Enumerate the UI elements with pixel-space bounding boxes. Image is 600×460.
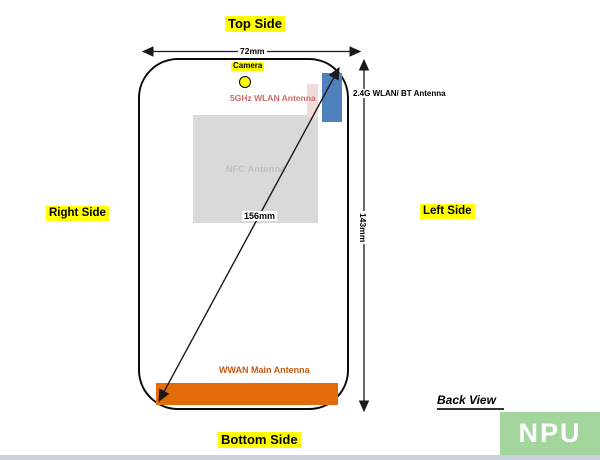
height-dimension-label: 143mm (358, 211, 368, 245)
diagonal-dimension-label: 156mm (242, 211, 278, 221)
npu-watermark-text: NPU (518, 418, 582, 448)
wwan-main-antenna-text: WWAN Main Antenna (219, 365, 310, 375)
camera-label: Camera (231, 61, 265, 71)
right-side-label: Right Side (46, 206, 109, 221)
wlan-24g-bt-antenna-text: 2.4G WLAN/ BT Antenna (352, 89, 447, 98)
wlan-5ghz-antenna-text: 5GHz WLAN Antenna (230, 93, 316, 103)
left-side-label: Left Side (420, 204, 475, 219)
top-side-label: Top Side (225, 16, 285, 33)
width-dimension-label: 72mm (238, 46, 267, 56)
back-view-label: Back View (437, 393, 504, 410)
camera-icon (239, 76, 251, 88)
wlan-24g-bt-antenna-region (322, 73, 342, 122)
bottom-side-label: Bottom Side (218, 432, 301, 449)
footer-strip (0, 455, 600, 460)
wwan-main-antenna-region (156, 383, 338, 405)
npu-watermark-logo: NPU (500, 412, 600, 455)
nfc-antenna-region: NFC Antenna (193, 115, 318, 223)
nfc-antenna-label: NFC Antenna (225, 163, 286, 175)
